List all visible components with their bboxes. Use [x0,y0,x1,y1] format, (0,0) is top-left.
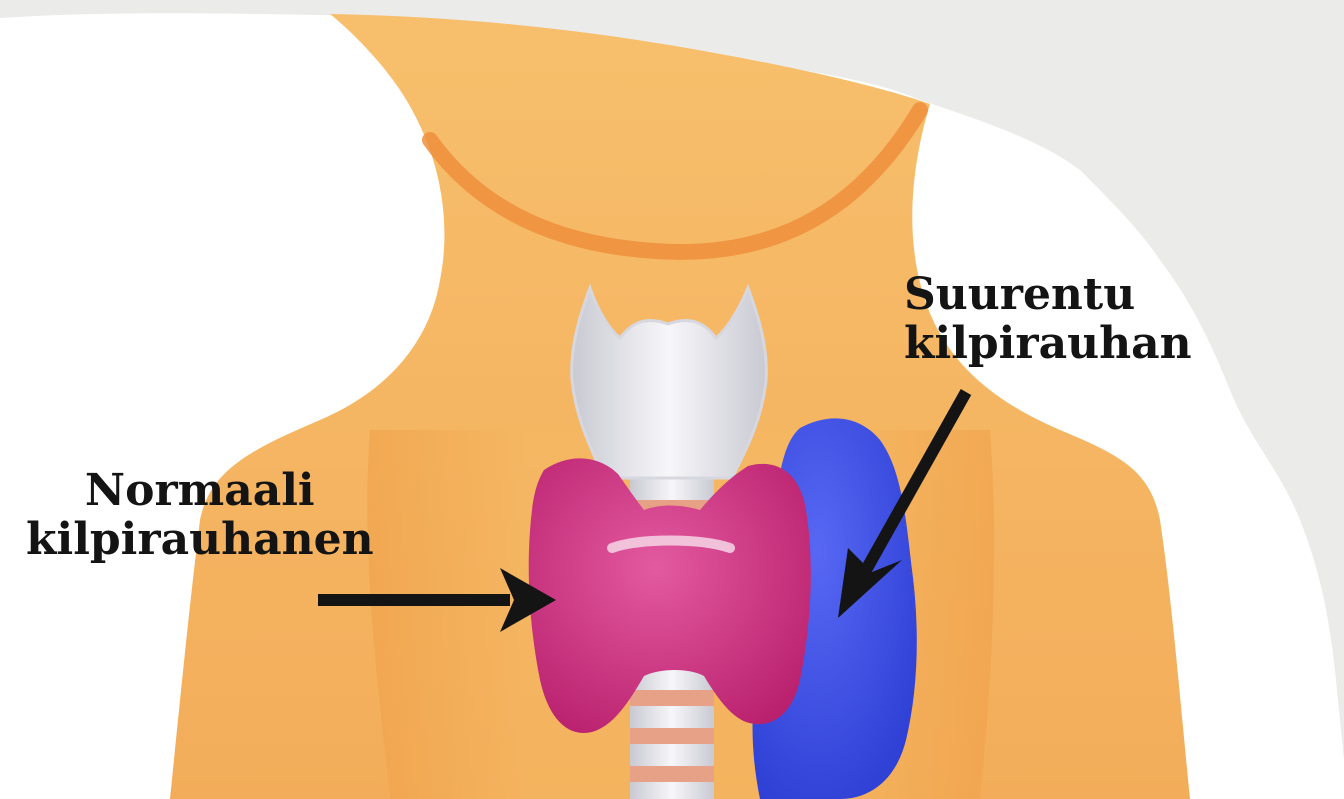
enlarged-thyroid-label-line1: Suurentu [904,270,1230,319]
enlarged-thyroid-label-line2: kilpirauhan [904,319,1230,368]
normal-thyroid-label-line1: Normaali [26,466,374,515]
enlarged-thyroid-label: Suurentu kilpirauhan [904,270,1230,369]
normal-thyroid-label: Normaali kilpirauhanen [26,466,374,565]
normal-thyroid-label-line2: kilpirauhanen [26,515,374,564]
